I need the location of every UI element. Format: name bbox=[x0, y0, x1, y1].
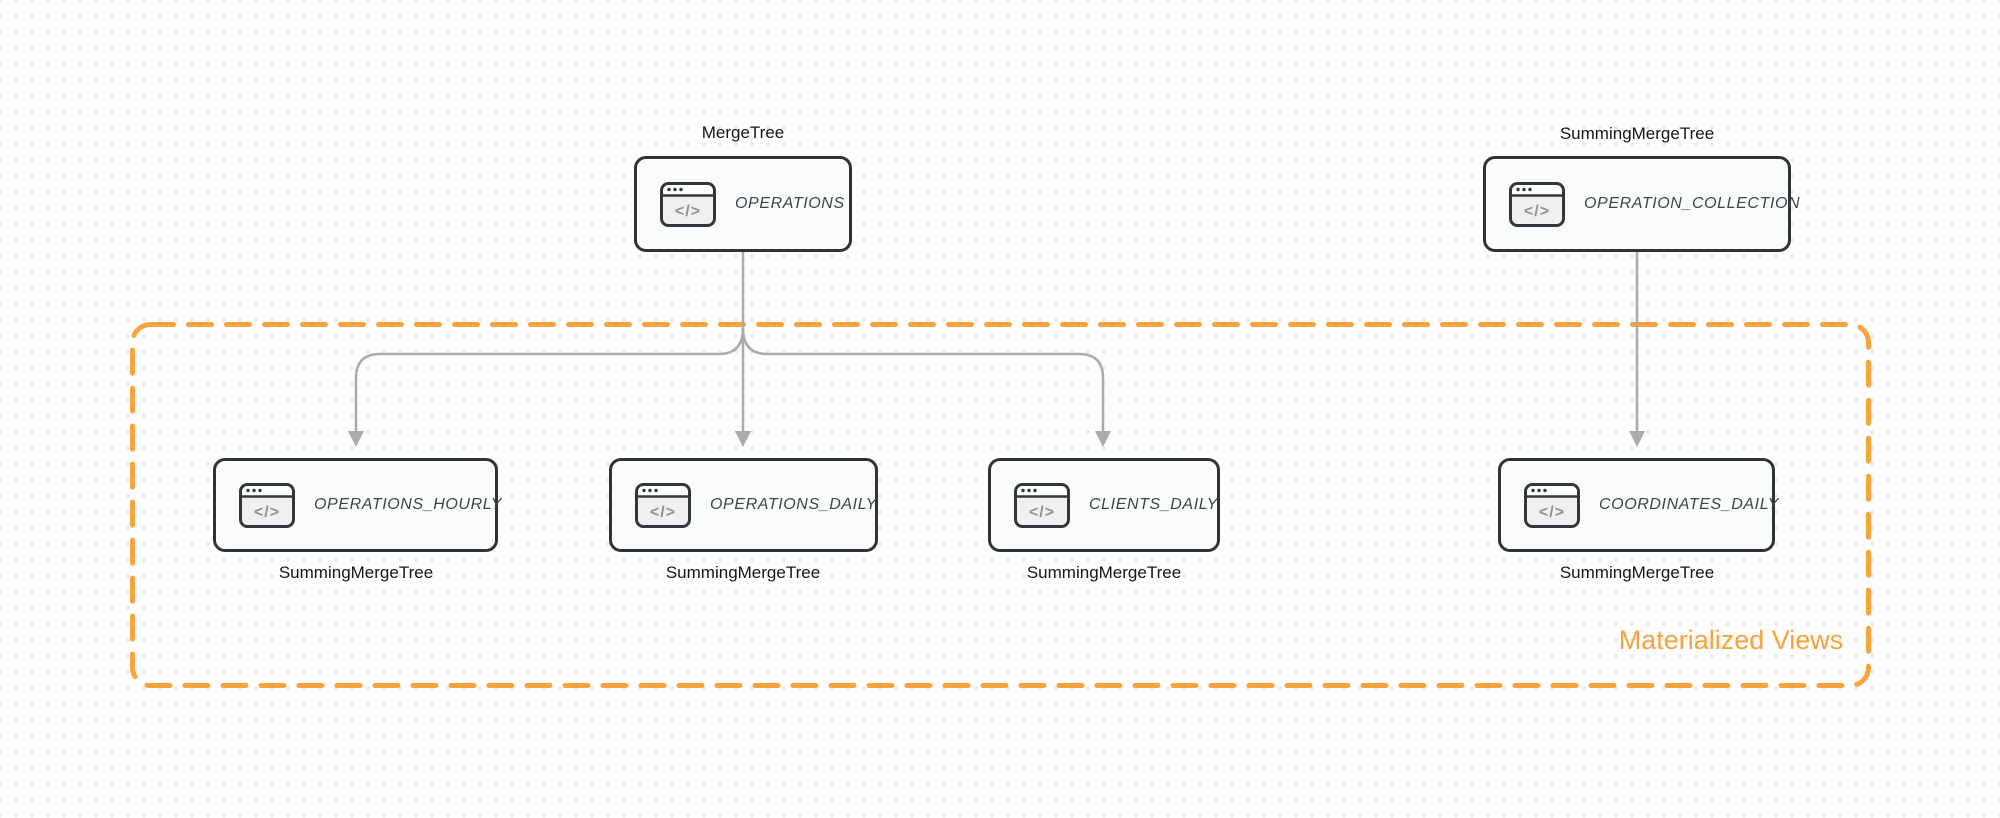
svg-text:</>: </> bbox=[650, 504, 676, 521]
code-window-icon: </> bbox=[239, 482, 295, 528]
node-operation-collection: </> OPERATION_COLLECTION bbox=[1483, 156, 1800, 252]
node-label: CLIENTS_DAILY bbox=[1089, 496, 1219, 513]
arrowhead-icon bbox=[1095, 431, 1111, 447]
engine-label-operations-daily: SummingMergeTree bbox=[665, 563, 821, 582]
svg-text:</>: </> bbox=[1524, 203, 1550, 220]
engine-label-coordinates-daily: SummingMergeTree bbox=[1559, 563, 1715, 582]
code-window-icon: </> bbox=[1524, 482, 1580, 528]
code-window-icon: </> bbox=[635, 482, 691, 528]
node-label: OPERATIONS bbox=[735, 195, 845, 212]
engine-label-operations: MergeTree bbox=[701, 123, 785, 142]
edge-operations-to-operations-daily bbox=[735, 252, 751, 447]
svg-text:</>: </> bbox=[675, 203, 701, 220]
svg-text:</>: </> bbox=[1539, 504, 1565, 521]
edge-operation-collection-to-coordinates-daily bbox=[1629, 252, 1645, 447]
node-coordinates-daily: </> COORDINATES_DAILY bbox=[1498, 458, 1778, 552]
engine-label-clients-daily: SummingMergeTree bbox=[1026, 563, 1182, 582]
svg-text:</>: </> bbox=[254, 504, 280, 521]
materialized-views-label: Materialized Views bbox=[1618, 625, 1844, 655]
edge-operations-to-operations-hourly bbox=[348, 327, 745, 447]
node-label: OPERATIONS_DAILY bbox=[710, 496, 877, 513]
engine-label-operation-collection: SummingMergeTree bbox=[1559, 124, 1715, 143]
node-operations: </> OPERATIONS bbox=[634, 156, 852, 252]
node-label: OPERATIONS_HOURLY bbox=[314, 496, 503, 513]
node-operations-hourly: </> OPERATIONS_HOURLY bbox=[213, 458, 501, 552]
arrowhead-icon bbox=[348, 431, 364, 447]
code-window-icon: </> bbox=[660, 181, 716, 227]
edge-operations-to-clients-daily bbox=[741, 327, 1111, 447]
code-window-icon: </> bbox=[1014, 482, 1070, 528]
arrowhead-icon bbox=[1629, 431, 1645, 447]
node-clients-daily: </> CLIENTS_DAILY bbox=[988, 458, 1220, 552]
node-operations-daily: </> OPERATIONS_DAILY bbox=[609, 458, 878, 552]
code-window-icon: </> bbox=[1509, 181, 1565, 227]
engine-label-operations-hourly: SummingMergeTree bbox=[278, 563, 434, 582]
arrowhead-icon bbox=[735, 431, 751, 447]
node-label: OPERATION_COLLECTION bbox=[1584, 195, 1801, 212]
svg-text:</>: </> bbox=[1029, 504, 1055, 521]
node-label: COORDINATES_DAILY bbox=[1599, 496, 1780, 513]
